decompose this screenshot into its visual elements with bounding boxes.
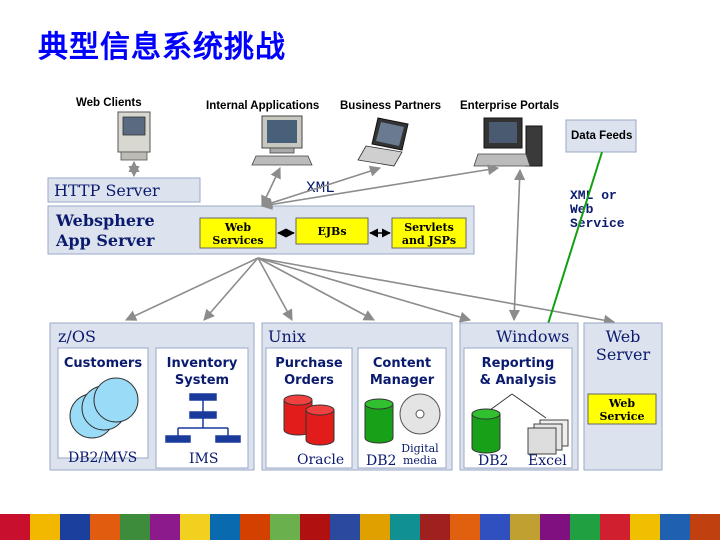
footer-tile	[570, 514, 600, 540]
digital-media-line1: Digital	[401, 442, 439, 455]
service-label: Service	[570, 216, 625, 231]
reporting-line2: & Analysis	[480, 373, 557, 388]
footer-tile	[420, 514, 450, 540]
web-services-box	[199, 217, 277, 249]
business-partners-label: Business Partners	[340, 100, 441, 112]
architecture-diagram: Web Clients Internal Applications Busine…	[47, 97, 663, 471]
content-line2: Manager	[370, 373, 435, 388]
content-line1: Content	[373, 356, 431, 371]
desktop-monitor-icon	[251, 115, 313, 166]
purchase-line1: Purchase	[275, 356, 343, 371]
footer-tile	[60, 514, 90, 540]
web-clients-label: Web Clients	[76, 97, 142, 109]
customer-disks-icon	[69, 377, 139, 439]
laptop-icon	[357, 117, 409, 167]
footer-tile	[330, 514, 360, 540]
websphere-label: Websphere	[55, 211, 155, 230]
servlets-line1: Servlets	[404, 221, 454, 234]
ejbs-box	[295, 217, 369, 245]
reporting-connectors	[489, 393, 547, 419]
oracle-label: Oracle	[297, 452, 344, 468]
web-label: Web	[570, 202, 594, 217]
customers-label: Customers	[64, 356, 142, 371]
web-service-line2: Service	[599, 410, 644, 423]
webserver-line2: Server	[596, 345, 651, 364]
footer-tile	[300, 514, 330, 540]
footer-tile	[90, 514, 120, 540]
inventory-cell	[155, 347, 249, 469]
footer-tile	[660, 514, 690, 540]
ejbs-label: EJBs	[317, 225, 346, 238]
oracle-db-icon	[283, 394, 335, 446]
footer-tile	[150, 514, 180, 540]
portal-server-icon	[473, 117, 543, 167]
footer-tile	[390, 514, 420, 540]
db2-unix-label: DB2	[366, 453, 396, 469]
ims-label: IMS	[189, 451, 218, 467]
footer-tile	[210, 514, 240, 540]
http-server-box	[47, 177, 201, 203]
inventory-line2: System	[175, 373, 229, 388]
footer-tile	[0, 514, 30, 540]
servlets-box	[391, 217, 467, 249]
app-server-label: App Server	[55, 231, 155, 250]
footer-tile	[240, 514, 270, 540]
web-service-line1: Web	[608, 397, 635, 410]
hub-reporting-arrow	[257, 257, 472, 323]
reporting-line1: Reporting	[482, 356, 555, 371]
partners-arrow	[260, 165, 382, 209]
db2-green-db-icon	[364, 398, 394, 444]
db2-windows-db-icon	[471, 408, 501, 454]
hub-inventory-arrow	[203, 257, 259, 321]
page-title: 典型信息系统挑战	[38, 30, 286, 65]
hierarchy-tree-icon	[165, 393, 241, 443]
hub-customers-arrow	[124, 257, 259, 321]
excel-label: Excel	[528, 453, 567, 469]
zos-title: z/OS	[58, 327, 96, 346]
servlets-line2: and JSPs	[402, 234, 456, 247]
inventory-line1: Inventory	[167, 356, 238, 371]
purchase-line2: Orders	[284, 373, 334, 388]
web-services-line2: Services	[212, 234, 263, 247]
footer-tile	[630, 514, 660, 540]
web-services-line1: Web	[224, 221, 251, 234]
enterprise-portals-label: Enterprise Portals	[460, 100, 559, 112]
footer-tile	[180, 514, 210, 540]
footer-tile	[600, 514, 630, 540]
http-server-label: HTTP Server	[54, 181, 160, 200]
mac-computer-icon	[117, 111, 151, 161]
internal-applications-label: Internal Applications	[206, 100, 319, 112]
footer-tile	[690, 514, 720, 540]
decorative-footer-strip	[0, 514, 720, 540]
webserver-line1: Web	[606, 327, 641, 346]
footer-tile	[30, 514, 60, 540]
portal-windows-arrow	[508, 168, 526, 322]
footer-tile	[510, 514, 540, 540]
footer-tile	[360, 514, 390, 540]
data-feed-line	[547, 151, 603, 325]
footer-tile	[540, 514, 570, 540]
xml-or-label: XML or	[570, 188, 617, 203]
excel-sheets-icon	[527, 419, 569, 455]
data-feeds-label: Data Feeds	[571, 130, 632, 142]
footer-tile	[120, 514, 150, 540]
windows-title: Windows	[496, 327, 569, 346]
footer-tile	[450, 514, 480, 540]
unix-title: Unix	[268, 327, 306, 346]
web-service-box	[587, 393, 657, 425]
hub-purchase-arrow	[257, 257, 293, 321]
footer-tile	[270, 514, 300, 540]
footer-tile	[480, 514, 510, 540]
db2-windows-label: DB2	[478, 453, 508, 469]
portals-arrow	[260, 164, 500, 210]
db2mvs-label: DB2/MVS	[68, 450, 137, 466]
hub-content-arrow	[257, 257, 375, 321]
hub-webserver-arrow	[257, 257, 616, 326]
digital-media-line2: media	[403, 454, 438, 467]
digital-media-disc-icon	[399, 393, 441, 435]
